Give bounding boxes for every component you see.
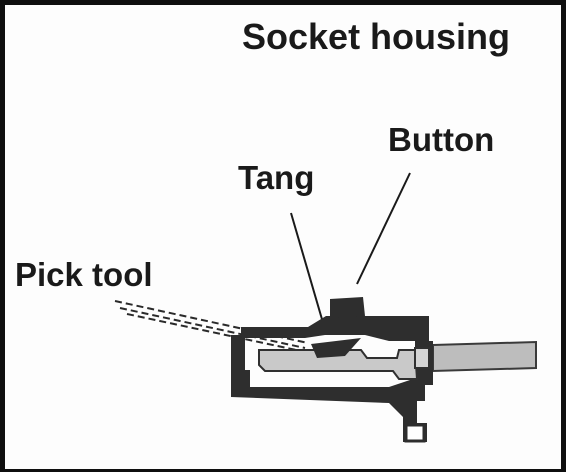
mounting-foot — [404, 423, 426, 443]
crimp-barrel — [414, 347, 430, 369]
tang-label: Tang — [238, 159, 314, 196]
tang-leader-line — [290, 212, 327, 334]
button-leader-line — [356, 172, 411, 285]
pick-tool-label: Pick tool — [15, 256, 153, 293]
connector-diagram: Socket housing Button Tang Pick tool — [15, 16, 537, 443]
cable — [432, 340, 537, 373]
socket-housing-label: Socket housing — [242, 16, 510, 57]
locking-tang — [311, 338, 361, 358]
button-label: Button — [388, 121, 494, 158]
pick-tool — [114, 300, 309, 352]
latch-button — [330, 297, 365, 318]
